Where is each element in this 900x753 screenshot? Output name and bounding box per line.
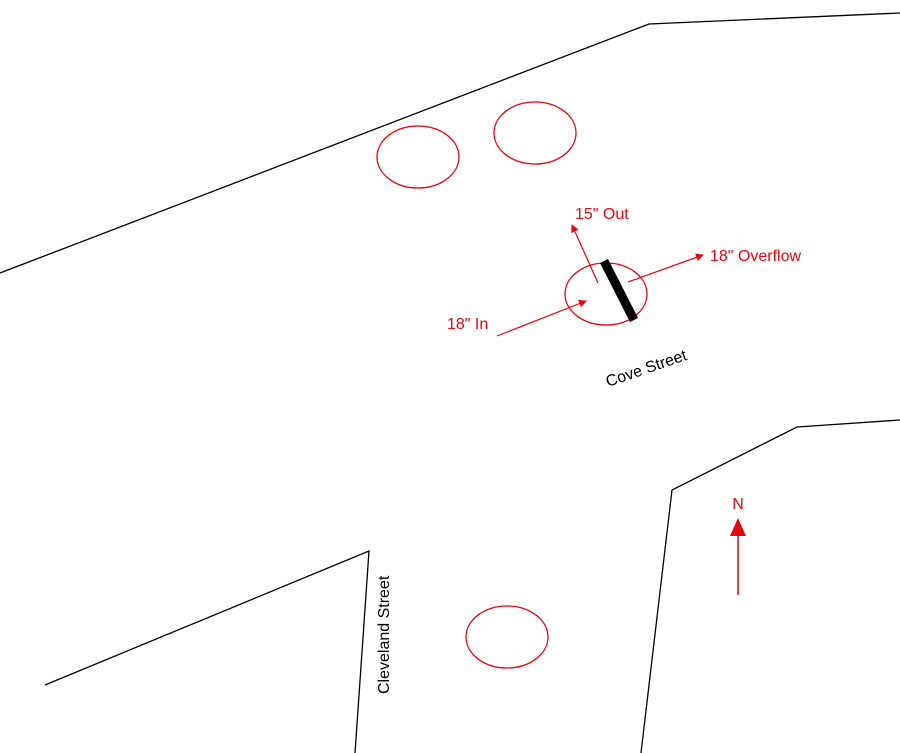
cove-street-south-edge — [640, 419, 900, 753]
catch-basin-northwest — [376, 125, 460, 189]
north-arrow-icon — [730, 518, 746, 595]
overflow-label: 18" Overflow — [710, 248, 801, 265]
catch-basin-south — [465, 605, 549, 669]
catch-basin-northeast — [493, 101, 577, 165]
cleveland-street-edge — [44, 549, 370, 753]
inlet-pipe-arrow — [496, 299, 587, 337]
cove-street-label: Cove Street — [604, 347, 690, 391]
north-label: N — [732, 496, 744, 513]
outlet-pipe-arrow — [571, 224, 599, 284]
weir-plate — [599, 258, 639, 323]
overflow-pipe-arrow — [627, 253, 704, 283]
inlet-label: 18" In — [447, 316, 488, 333]
cleveland-street-label: Cleveland Street — [376, 575, 393, 694]
cove-street-north-edge — [0, 12, 900, 274]
outlet-label: 15" Out — [575, 206, 629, 223]
